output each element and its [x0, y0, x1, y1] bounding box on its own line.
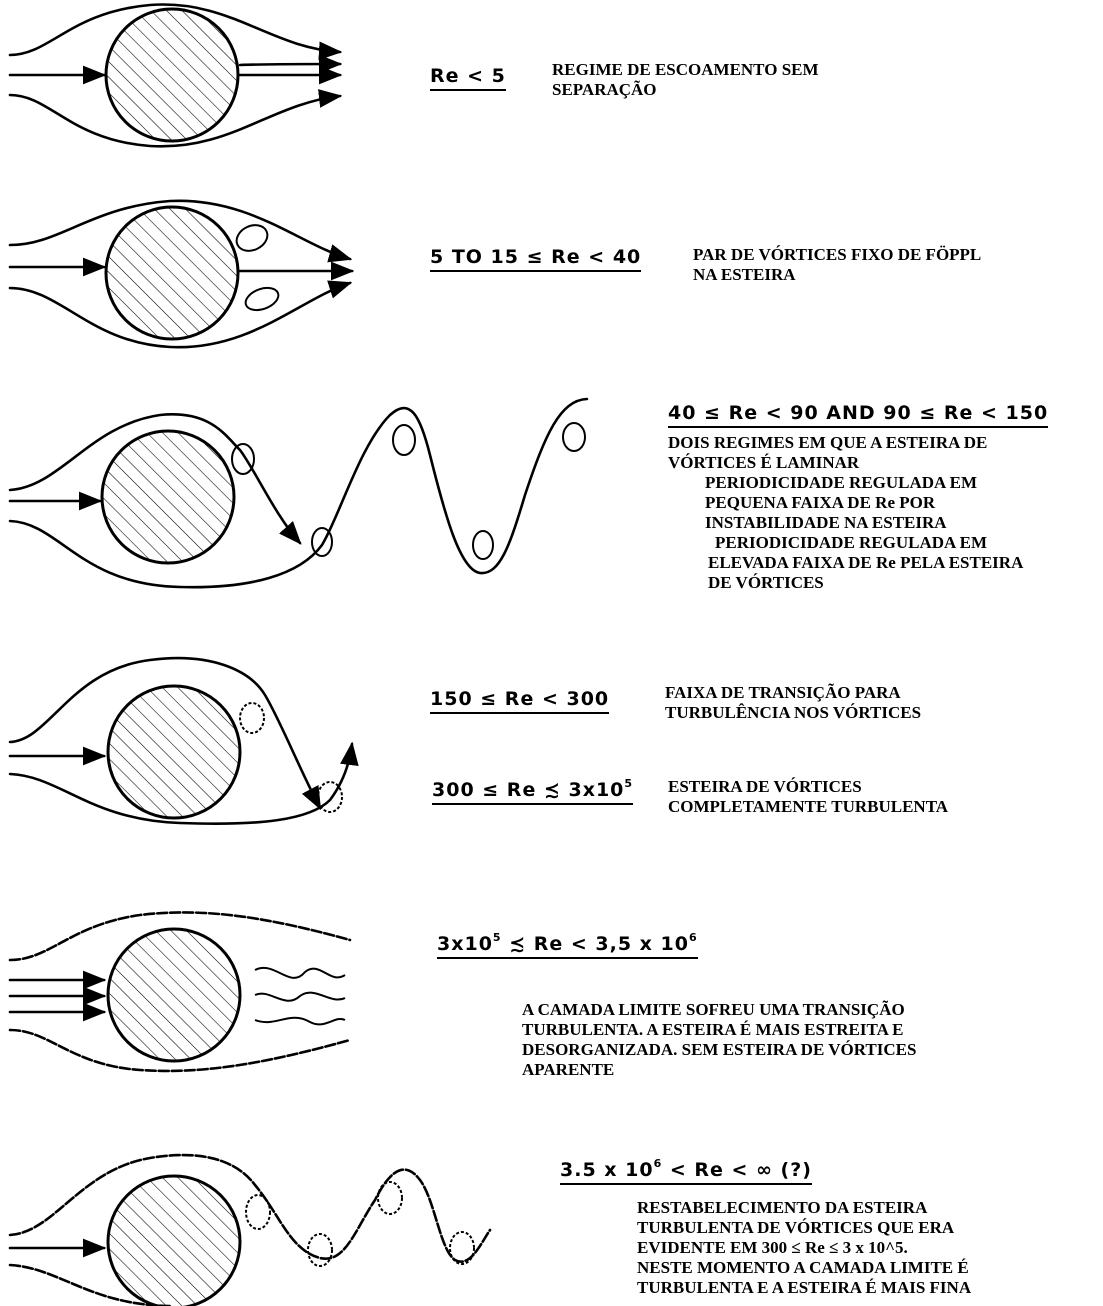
re-label-5-exp: 5	[624, 777, 633, 790]
desc-line: RESTABELECIMENTO DA ESTEIRA	[637, 1198, 1077, 1218]
re-label-7-text-1: 3.5 x 10	[560, 1159, 654, 1181]
cylinder-flow-attached-svg	[0, 0, 640, 150]
re-label-7: 3.5 x 106 < Re < ∞ (?)	[560, 1158, 812, 1185]
streamline-mid-upper	[240, 64, 340, 65]
re-label-6-text-1: 3x10	[437, 933, 493, 955]
desc-line: NESTE MOMENTO A CAMADA LIMITE É	[637, 1258, 1077, 1278]
re-label-6-text-2: ≾ Re < 3,5 x 10	[502, 933, 689, 955]
cylinder	[102, 431, 234, 563]
re-label-6-exp-2: 6	[689, 931, 698, 944]
re-label-2: 5 TO 15 ≤ Re < 40	[430, 248, 641, 272]
cylinder	[106, 9, 238, 141]
foppl-vortex-lower	[243, 284, 282, 314]
regime-description-5: ESTEIRA DE VÓRTICES COMPLETAMENTE TURBUL…	[668, 777, 1068, 817]
vortex	[393, 425, 415, 455]
desc-line: ESTEIRA DE VÓRTICES	[668, 777, 1068, 797]
cylinder	[106, 207, 238, 339]
desc-line: INSTABILIDADE NA ESTEIRA	[668, 513, 1100, 533]
regime-description-4: FAIXA DE TRANSIÇÃO PARA TURBULÊNCIA NOS …	[665, 683, 1065, 723]
desc-line: DOIS REGIMES EM QUE A ESTEIRA DE	[668, 433, 1100, 453]
regime-description-6: A CAMADA LIMITE SOFREU UMA TRANSIÇÃO TUR…	[522, 1000, 1002, 1080]
vortex	[312, 528, 332, 556]
vortex	[232, 444, 254, 474]
desc-line: DESORGANIZADA. SEM ESTEIRA DE VÓRTICES	[522, 1040, 1002, 1060]
cylinder-flow-laminar-street-svg	[0, 395, 640, 605]
re-label-6: 3x105 ≾ Re < 3,5 x 106	[437, 932, 698, 959]
desc-line: SEPARAÇÃO	[552, 80, 912, 100]
desc-line: TURBULENTA DE VÓRTICES QUE ERA	[637, 1218, 1077, 1238]
re-label-5-text: 300 ≤ Re ≾ 3x10	[432, 779, 624, 801]
turbulent-vortex	[450, 1232, 474, 1264]
desc-line: FAIXA DE TRANSIÇÃO PARA	[665, 683, 1065, 703]
desc-line: EVIDENTE EM 300 ≤ Re ≤ 3 x 10^5.	[637, 1238, 1077, 1258]
flow-diagram-laminar-street	[0, 395, 640, 605]
flow-diagram-re-lt-5	[0, 0, 640, 150]
desc-line: DE VÓRTICES	[668, 573, 1100, 593]
turbulent-vortex	[378, 1182, 402, 1214]
turbulent-wake	[255, 968, 345, 1024]
re-label-6-exp-1: 5	[493, 931, 502, 944]
re-label-4: 150 ≤ Re < 300	[430, 690, 609, 714]
desc-line: NA ESTEIRA	[693, 265, 1073, 285]
foppl-vortex-upper	[232, 220, 271, 255]
vortex	[473, 531, 493, 559]
cylinder-flow-turbulent-street-svg	[0, 1140, 640, 1306]
desc-line: TURBULENTA E A ESTEIRA É MAIS FINA	[637, 1278, 1077, 1298]
vortex	[563, 423, 585, 451]
desc-line: APARENTE	[522, 1060, 1002, 1080]
re-label-7-exp-1: 6	[654, 1157, 663, 1170]
wake-street-line	[10, 399, 587, 587]
cylinder	[108, 929, 240, 1061]
desc-line: VÓRTICES É LAMINAR	[668, 453, 1100, 473]
desc-line: TURBULÊNCIA NOS VÓRTICES	[665, 703, 1065, 723]
desc-line: PERIODICIDADE REGULADA EM	[668, 473, 1100, 493]
regime-description-1: REGIME DE ESCOAMENTO SEM SEPARAÇÃO	[552, 60, 912, 100]
desc-line: PERIODICIDADE REGULADA EM	[668, 533, 1100, 553]
flow-diagram-turbulent-street	[0, 1140, 640, 1306]
re-label-1: Re < 5	[430, 67, 506, 91]
desc-line: A CAMADA LIMITE SOFREU UMA TRANSIÇÃO	[522, 1000, 1002, 1020]
desc-line: TURBULENTA. A ESTEIRA É MAIS ESTREITA E	[522, 1020, 1002, 1040]
cylinder	[108, 686, 240, 818]
desc-line: PAR DE VÓRTICES FIXO DE FÖPPL	[693, 245, 1073, 265]
flow-diagram-foppl-vortices	[0, 195, 640, 355]
desc-line: REGIME DE ESCOAMENTO SEM	[552, 60, 912, 80]
turbulent-vortex	[240, 703, 264, 733]
regime-description-2: PAR DE VÓRTICES FIXO DE FÖPPL NA ESTEIRA	[693, 245, 1073, 285]
regime-description-7: RESTABELECIMENTO DA ESTEIRA TURBULENTA D…	[637, 1198, 1077, 1298]
desc-line: PEQUENA FAIXA DE Re POR	[668, 493, 1100, 513]
re-label-3: 40 ≤ Re < 90 AND 90 ≤ Re < 150	[668, 404, 1048, 428]
re-label-5: 300 ≤ Re ≾ 3x105	[432, 778, 633, 805]
re-label-7-text-2: < Re < ∞ (?)	[662, 1159, 812, 1181]
turbulent-vortex	[308, 1234, 332, 1266]
desc-line: ELEVADA FAIXA DE Re PELA ESTEIRA	[668, 553, 1100, 573]
cylinder	[108, 1176, 240, 1306]
regime-description-3: DOIS REGIMES EM QUE A ESTEIRA DE VÓRTICE…	[668, 433, 1100, 593]
desc-line: COMPLETAMENTE TURBULENTA	[668, 797, 1068, 817]
cylinder-flow-foppl-svg	[0, 195, 640, 355]
turbulent-wake-street	[10, 1155, 490, 1262]
